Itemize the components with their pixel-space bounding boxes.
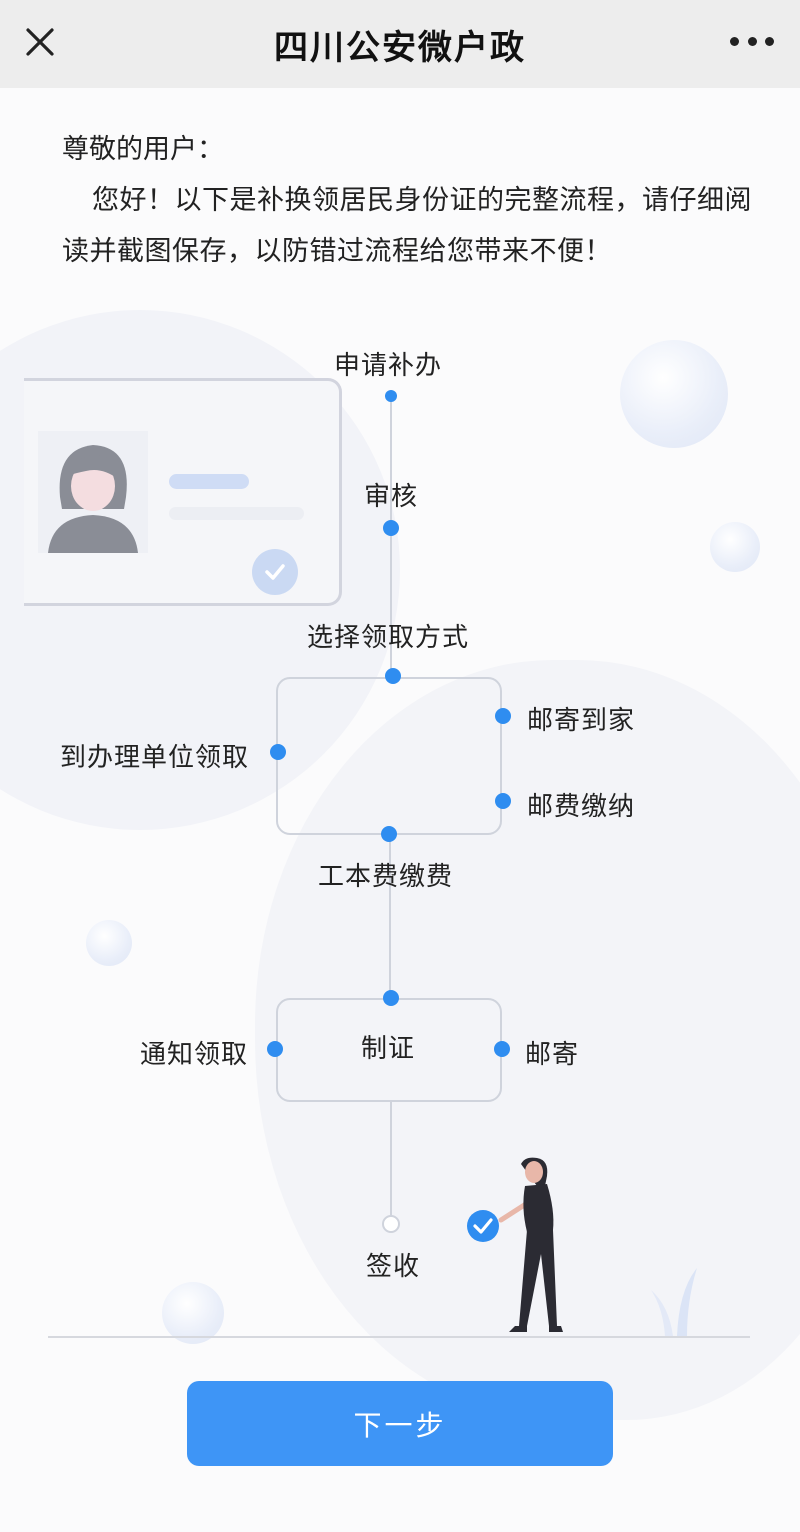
flow-dot xyxy=(267,1041,283,1057)
flow-dot xyxy=(385,668,401,684)
flow-dot xyxy=(385,390,397,402)
greeting-text: 尊敬的用户： 您好！以下是补换领居民身份证的完整流程，请仔细阅读并截图保存，以防… xyxy=(62,124,752,277)
flow-dot xyxy=(495,793,511,809)
person-check-icon xyxy=(467,1157,697,1336)
option-postage-label: 邮费缴纳 xyxy=(527,792,636,822)
person-avatar-icon xyxy=(48,445,138,553)
choice-box xyxy=(276,677,502,835)
flow-dot xyxy=(383,520,399,536)
card-placeholder-line xyxy=(169,507,304,520)
next-button[interactable]: 下一步 xyxy=(187,1381,613,1466)
flow-dot xyxy=(494,1041,510,1057)
step-apply-label: 申请补办 xyxy=(334,351,443,381)
option-pickup-label: 到办理单位领取 xyxy=(60,743,250,773)
close-icon xyxy=(26,28,54,56)
decor-bubble xyxy=(162,1282,224,1344)
step-review-label: 审核 xyxy=(364,482,419,512)
id-card-illustration xyxy=(24,378,342,606)
card-placeholder-line xyxy=(169,474,249,489)
header-bar: 四川公安微户政 xyxy=(0,0,800,88)
flow-connector xyxy=(389,834,391,998)
greeting-salutation: 尊敬的用户： xyxy=(62,134,224,165)
flow-dot xyxy=(270,744,286,760)
decor-bubble xyxy=(86,920,132,966)
greeting-body: 您好！以下是补换领居民身份证的完整流程，请仔细阅读并截图保存，以防错过流程给您带… xyxy=(62,185,752,267)
close-button[interactable] xyxy=(18,20,62,64)
more-button[interactable] xyxy=(730,26,774,56)
flow-connector xyxy=(390,1102,392,1224)
avatar xyxy=(38,431,148,553)
check-icon xyxy=(252,549,298,595)
decor-bubble xyxy=(620,340,728,448)
option-notify-label: 通知领取 xyxy=(140,1040,249,1070)
step-sign-label: 签收 xyxy=(366,1252,421,1282)
ground-divider xyxy=(48,1336,750,1338)
step-choose-label: 选择领取方式 xyxy=(307,623,470,653)
option-mail-home-label: 邮寄到家 xyxy=(527,706,636,736)
step-fee-label: 工本费缴费 xyxy=(318,862,454,892)
decor-bubble xyxy=(710,522,760,572)
person-illustration xyxy=(465,1150,705,1344)
flow-dot xyxy=(383,990,399,1006)
option-mail-label: 邮寄 xyxy=(525,1040,580,1070)
flow-connector xyxy=(390,396,392,676)
flow-dot xyxy=(495,708,511,724)
more-dot-icon xyxy=(747,36,757,46)
more-dot-icon xyxy=(730,36,739,46)
page-title: 四川公安微户政 xyxy=(274,27,526,68)
step-make-label: 制证 xyxy=(361,1034,416,1064)
more-dot-icon xyxy=(765,36,774,46)
flow-dot xyxy=(381,826,397,842)
flow-end-dot xyxy=(382,1215,400,1233)
